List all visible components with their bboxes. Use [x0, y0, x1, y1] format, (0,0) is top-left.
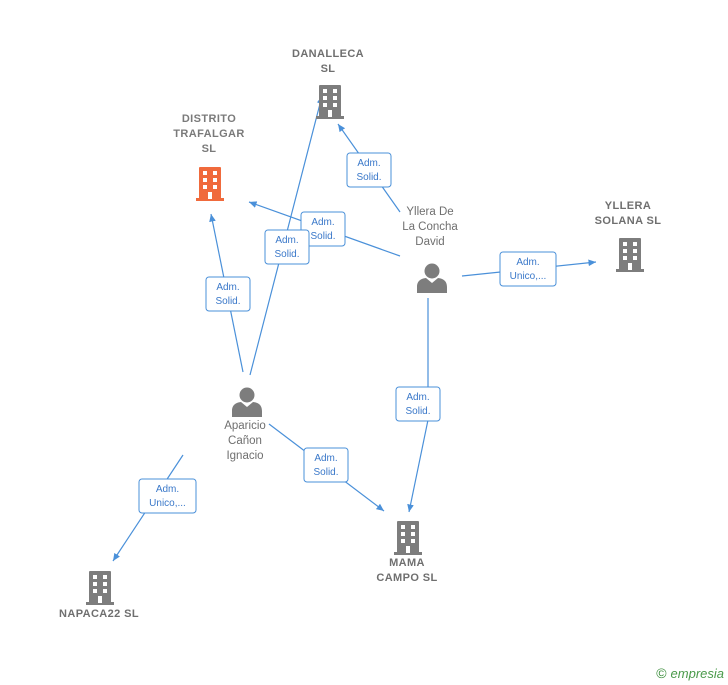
node-mama-campo[interactable]: MAMA CAMPO SL — [376, 521, 437, 584]
edge-label-text: Solid. — [310, 231, 335, 242]
edge-yllera_david-to-distrito: Adm. Solid. — [248, 201, 401, 257]
edge-label-box — [300, 211, 346, 247]
building-icon — [394, 521, 422, 555]
edge-aparicio-to-danalleca: Adm. Solid. — [249, 95, 324, 376]
edge-label-box — [346, 152, 392, 188]
node-label-line: TRAFALGAR — [173, 128, 244, 140]
edge-label[interactable]: Adm. Solid. — [264, 229, 310, 265]
edge-aparicio-to-napaca: Adm. Unico,... — [112, 454, 197, 562]
node-distrito[interactable]: DISTRITO TRAFALGAR SL — [173, 113, 244, 201]
edge-label-text: Solid. — [215, 296, 240, 307]
edge-label-box — [264, 229, 310, 265]
edge-yllera_david-to-mama_campo: Adm. Solid. — [395, 298, 441, 513]
brand-name: empresia — [670, 666, 724, 681]
node-label-line: Cañon — [228, 435, 262, 447]
edge-label-box — [499, 251, 557, 287]
building-icon — [196, 167, 224, 201]
node-label-line: DISTRITO — [182, 113, 236, 125]
node-label-line: David — [415, 236, 444, 248]
node-label-line: La Concha — [402, 221, 458, 233]
edge-yllera_david-to-danalleca: Adm. Solid. — [337, 123, 401, 213]
node-label-line: YLLERA — [605, 200, 651, 212]
edge-aparicio-to-mama_campo: Adm. Solid. — [268, 423, 385, 512]
edge-label[interactable]: Adm. Unico,... — [138, 478, 197, 514]
edge-label-text: Unico,... — [149, 498, 186, 509]
edge-yllera_david-to-yllera_solana: Adm. Unico,... — [461, 251, 597, 287]
edge-label[interactable]: Adm. Solid. — [303, 447, 349, 483]
edge-label-text: Adm. — [314, 453, 337, 464]
edge-label-box — [138, 478, 197, 514]
edge-label-text: Adm. — [275, 235, 298, 246]
building-icon — [86, 571, 114, 605]
edge-label[interactable]: Adm. Solid. — [300, 211, 346, 247]
node-label-line: SL — [321, 63, 336, 75]
node-napaca[interactable]: NAPACA22 SL — [59, 571, 139, 620]
edge-label-text: Solid. — [274, 249, 299, 260]
edge-label-text: Adm. — [216, 282, 239, 293]
node-label-line: Ignacio — [226, 450, 263, 462]
node-label-line: CAMPO SL — [376, 572, 437, 584]
edge-label[interactable]: Adm. Solid. — [205, 276, 251, 312]
edge-label[interactable]: Adm. Unico,... — [499, 251, 557, 287]
node-label-line: SOLANA SL — [595, 215, 662, 227]
edge-label-text: Adm. — [516, 257, 539, 268]
person-icon — [417, 263, 447, 293]
edge-label-text: Solid. — [405, 406, 430, 417]
person-icon — [232, 387, 262, 417]
node-danalleca[interactable]: DANALLECA SL — [292, 48, 364, 119]
node-yllera-solana[interactable]: YLLERA SOLANA SL — [595, 200, 662, 272]
edges-layer: Adm. Solid. Adm. Solid. Adm. Unico,... Adm. Sol… — [112, 95, 597, 562]
building-icon — [316, 85, 344, 119]
node-label-line: DANALLECA — [292, 48, 364, 60]
building-icon — [616, 238, 644, 272]
brand-watermark[interactable]: ©empresia — [656, 665, 724, 681]
edge-label-text: Adm. — [156, 484, 179, 495]
node-label-line: MAMA — [389, 557, 425, 569]
edge-label-text: Adm. — [311, 217, 334, 228]
edge-label[interactable]: Adm. Solid. — [346, 152, 392, 188]
edge-label-text: Adm. — [406, 392, 429, 403]
node-label-line: Yllera De — [406, 206, 453, 218]
nodes-layer: DANALLECA SL DISTRITO TRAFALGAR SL YLLERA SOLA… — [59, 48, 661, 620]
edge-label-text: Adm. — [357, 158, 380, 169]
node-label-line: SL — [202, 143, 217, 155]
edge-label-box — [205, 276, 251, 312]
node-label-line: Aparicio — [224, 420, 266, 432]
edge-label-text: Unico,... — [510, 271, 547, 282]
edge-aparicio-to-distrito: Adm. Solid. — [205, 213, 251, 373]
edge-label-text: Solid. — [313, 467, 338, 478]
edge-label[interactable]: Adm. Solid. — [395, 386, 441, 422]
copyright-symbol: © — [656, 665, 667, 681]
edge-label-box — [395, 386, 441, 422]
node-label-line: NAPACA22 SL — [59, 608, 139, 620]
edge-label-text: Solid. — [356, 172, 381, 183]
edge-label-box — [303, 447, 349, 483]
